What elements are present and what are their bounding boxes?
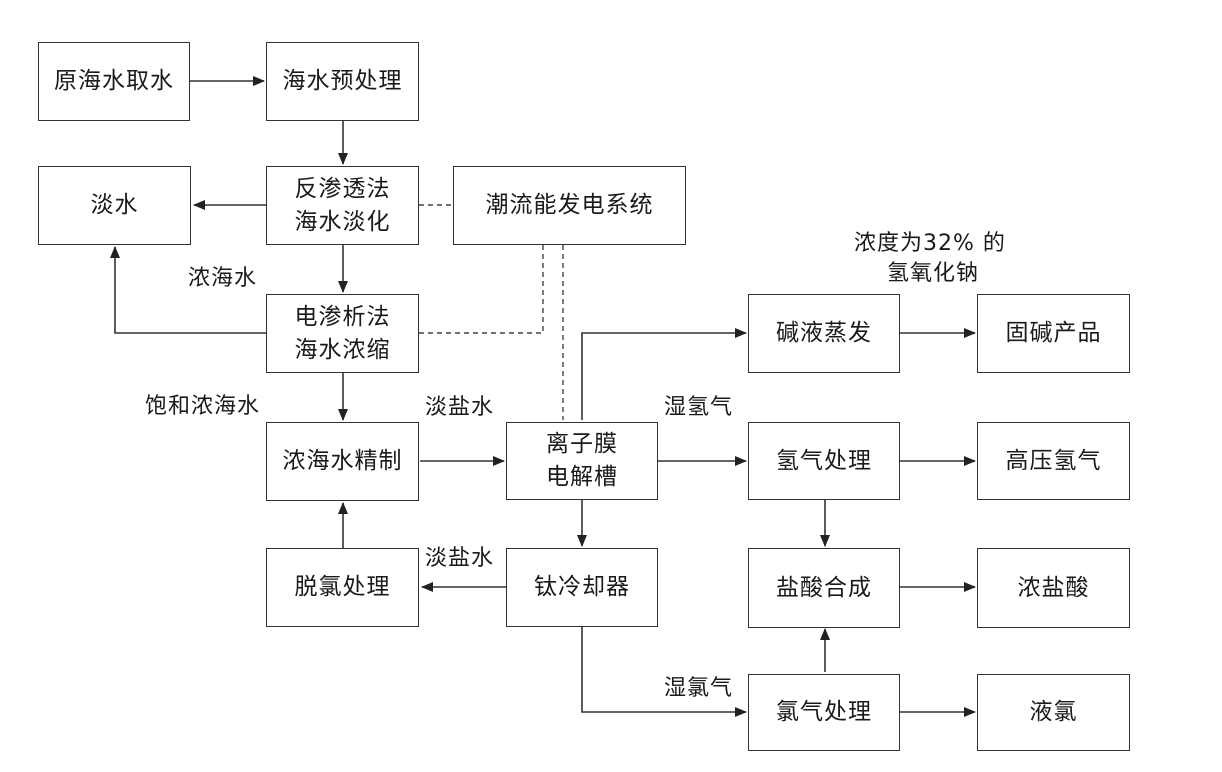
concentrated-seawater-label: 浓海水 — [188, 266, 258, 291]
solid-caustic-product-box: 固碱产品 — [977, 294, 1130, 373]
chlorine-treatment-box: 氯气处理 — [748, 674, 900, 751]
hydrogen-treatment-text: 氢气处理 — [776, 447, 872, 474]
reverse-osmosis-line1: 反渗透法 — [294, 175, 391, 202]
arrow-membrane-to-evaporation — [581, 328, 747, 420]
wet-chlorine-label: 湿氯气 — [664, 676, 734, 701]
dechlorination-text: 脱氯处理 — [294, 574, 391, 600]
high-pressure-hydrogen-box: 高压氢气 — [977, 422, 1130, 500]
high-pressure-hydrogen-text: 高压氢气 — [1005, 447, 1102, 474]
tidal-power-system-text: 潮流能发电系统 — [485, 192, 654, 218]
brine-refining-box: 浓海水精制 — [266, 422, 419, 501]
titanium-cooler-text: 钛冷却器 — [534, 574, 630, 600]
hcl-synthesis-box: 盐酸合成 — [748, 548, 900, 628]
titanium-cooler-box: 钛冷却器 — [506, 548, 658, 627]
raw-seawater-intake-text: 原海水取水 — [54, 68, 174, 94]
hydrogen-treatment-box: 氢气处理 — [748, 422, 900, 500]
seawater-pretreatment-box: 海水预处理 — [266, 42, 419, 121]
naoh-concentration-label-line2: 氢氧化钠 — [887, 261, 980, 286]
concentrated-hcl-text: 浓盐酸 — [1017, 574, 1090, 601]
concentrated-hcl-box: 浓盐酸 — [977, 548, 1130, 628]
seawater-pretreatment-text: 海水预处理 — [282, 68, 403, 94]
power-link-ed — [419, 245, 544, 334]
saturated-seawater-label: 饱和浓海水 — [145, 394, 261, 419]
liquid-chlorine-text: 液氯 — [1029, 699, 1078, 725]
wet-hydrogen-label: 湿氢气 — [664, 395, 734, 420]
reverse-osmosis-box: 反渗透法 海水淡化 — [266, 166, 419, 245]
membrane-electrolyzer-line2: 电解槽 — [546, 464, 618, 490]
fresh-water-text: 淡水 — [90, 192, 139, 218]
membrane-electrolyzer-line1: 离子膜 — [546, 431, 618, 457]
electrodialysis-box: 电渗析法 海水浓缩 — [266, 294, 419, 373]
dechlorination-box: 脱氯处理 — [266, 548, 419, 627]
dilute-brine-label-top: 淡盐水 — [425, 395, 495, 420]
electrodialysis-line1: 电渗析法 — [294, 303, 391, 330]
chlorine-treatment-text: 氯气处理 — [776, 699, 872, 725]
fresh-water-box: 淡水 — [38, 166, 191, 245]
alkali-evaporation-box: 碱液蒸发 — [748, 294, 900, 373]
raw-seawater-intake-box: 原海水取水 — [38, 42, 190, 121]
brine-refining-text: 浓海水精制 — [282, 448, 403, 474]
liquid-chlorine-box: 液氯 — [977, 674, 1130, 751]
hcl-synthesis-text: 盐酸合成 — [776, 574, 872, 601]
solid-caustic-product-text: 固碱产品 — [1005, 320, 1102, 346]
arrow-ti-cooler-to-cl2 — [581, 627, 747, 717]
alkali-evaporation-text: 碱液蒸发 — [776, 320, 872, 346]
electrodialysis-line2: 海水浓缩 — [294, 336, 391, 363]
membrane-electrolyzer-box: 离子膜 电解槽 — [506, 422, 658, 500]
reverse-osmosis-line2: 海水淡化 — [294, 208, 391, 235]
dilute-brine-label-bottom: 淡盐水 — [425, 546, 495, 571]
tidal-power-system-box: 潮流能发电系统 — [453, 166, 686, 245]
naoh-concentration-label-line1: 浓度为32% 的 — [854, 231, 1006, 256]
arrow-ed-to-fresh-water — [110, 246, 266, 334]
